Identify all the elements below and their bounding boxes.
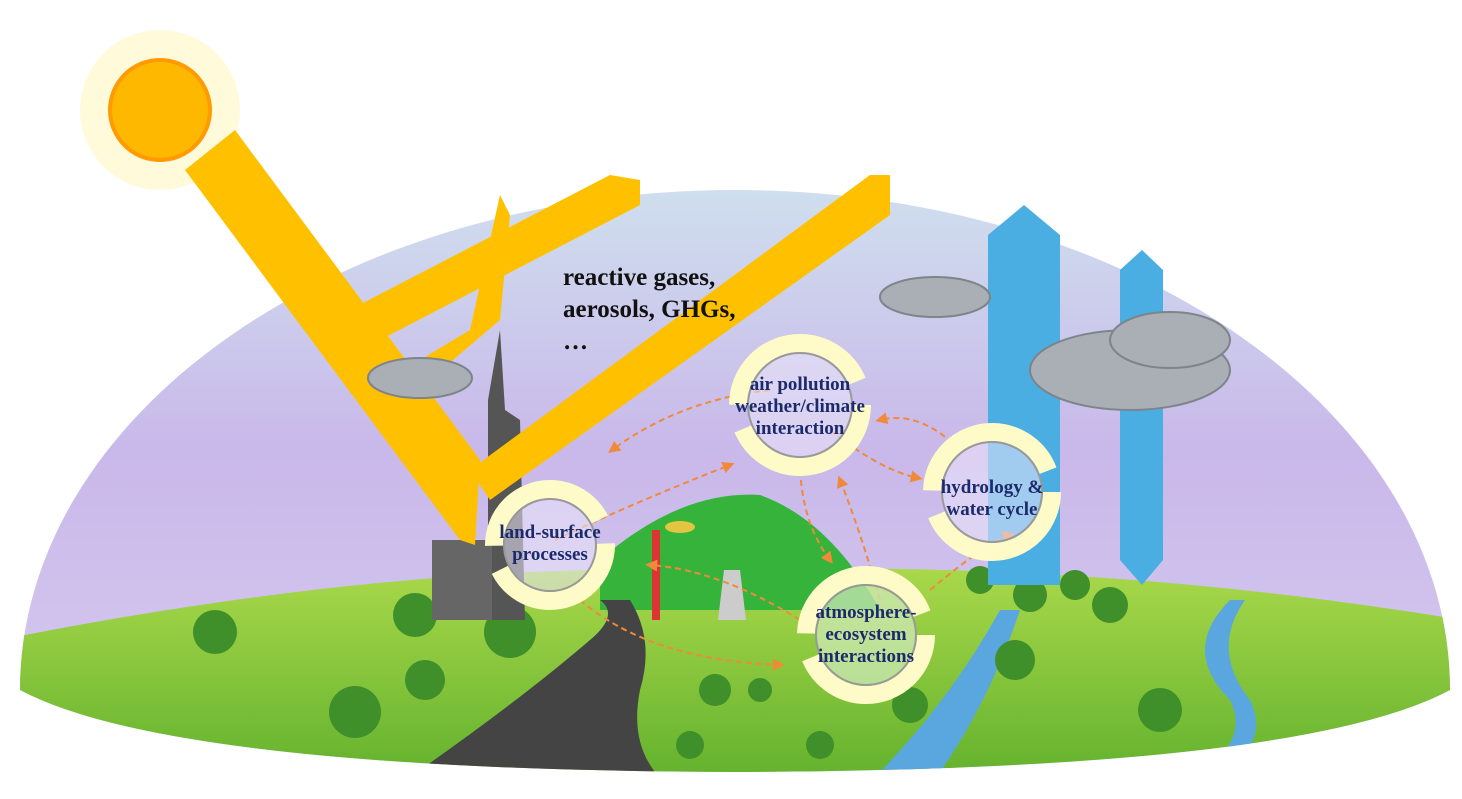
cycle-rings <box>485 334 1061 704</box>
annotation-line: reactive gases, <box>563 264 716 291</box>
cycle-arrows-icon <box>923 423 1061 561</box>
sun <box>80 30 240 190</box>
label-line: atmosphere- <box>815 602 917 623</box>
label-line: air pollution <box>749 374 851 395</box>
emissions-annotation: reactive gases, aerosols, GHGs, … <box>563 262 735 358</box>
cycle-arrows-icon <box>797 566 935 704</box>
river <box>880 610 1020 772</box>
label-line: hydrology & <box>940 477 1044 498</box>
cycle-arrows-icon <box>729 334 871 476</box>
cycle-air-pollution-label: air pollution weather/climate interactio… <box>720 374 880 440</box>
label-line: interaction <box>755 418 845 439</box>
cycle-land-surface-label: land-surface processes <box>480 522 620 566</box>
annotation-line: … <box>563 328 588 355</box>
label-line: interactions <box>817 646 915 667</box>
label-line: weather/climate <box>735 396 865 417</box>
road <box>420 600 655 772</box>
label-line: land-surface <box>499 522 601 543</box>
label-line: water cycle <box>946 499 1038 520</box>
river <box>1200 600 1257 772</box>
cycle-atmosphere-ecosystem-label: atmosphere- ecosystem interactions <box>796 602 936 668</box>
label-line: ecosystem <box>825 624 907 645</box>
cycle-arrows-icon <box>485 480 615 610</box>
label-line: processes <box>512 544 588 565</box>
ground <box>20 568 1450 772</box>
trees <box>193 566 1182 759</box>
solar-radiation-beams <box>185 130 890 545</box>
annotation-line: aerosols, GHGs, <box>563 296 736 323</box>
cycle-hydrology-label: hydrology & water cycle <box>922 477 1062 521</box>
clouds <box>367 276 1231 411</box>
